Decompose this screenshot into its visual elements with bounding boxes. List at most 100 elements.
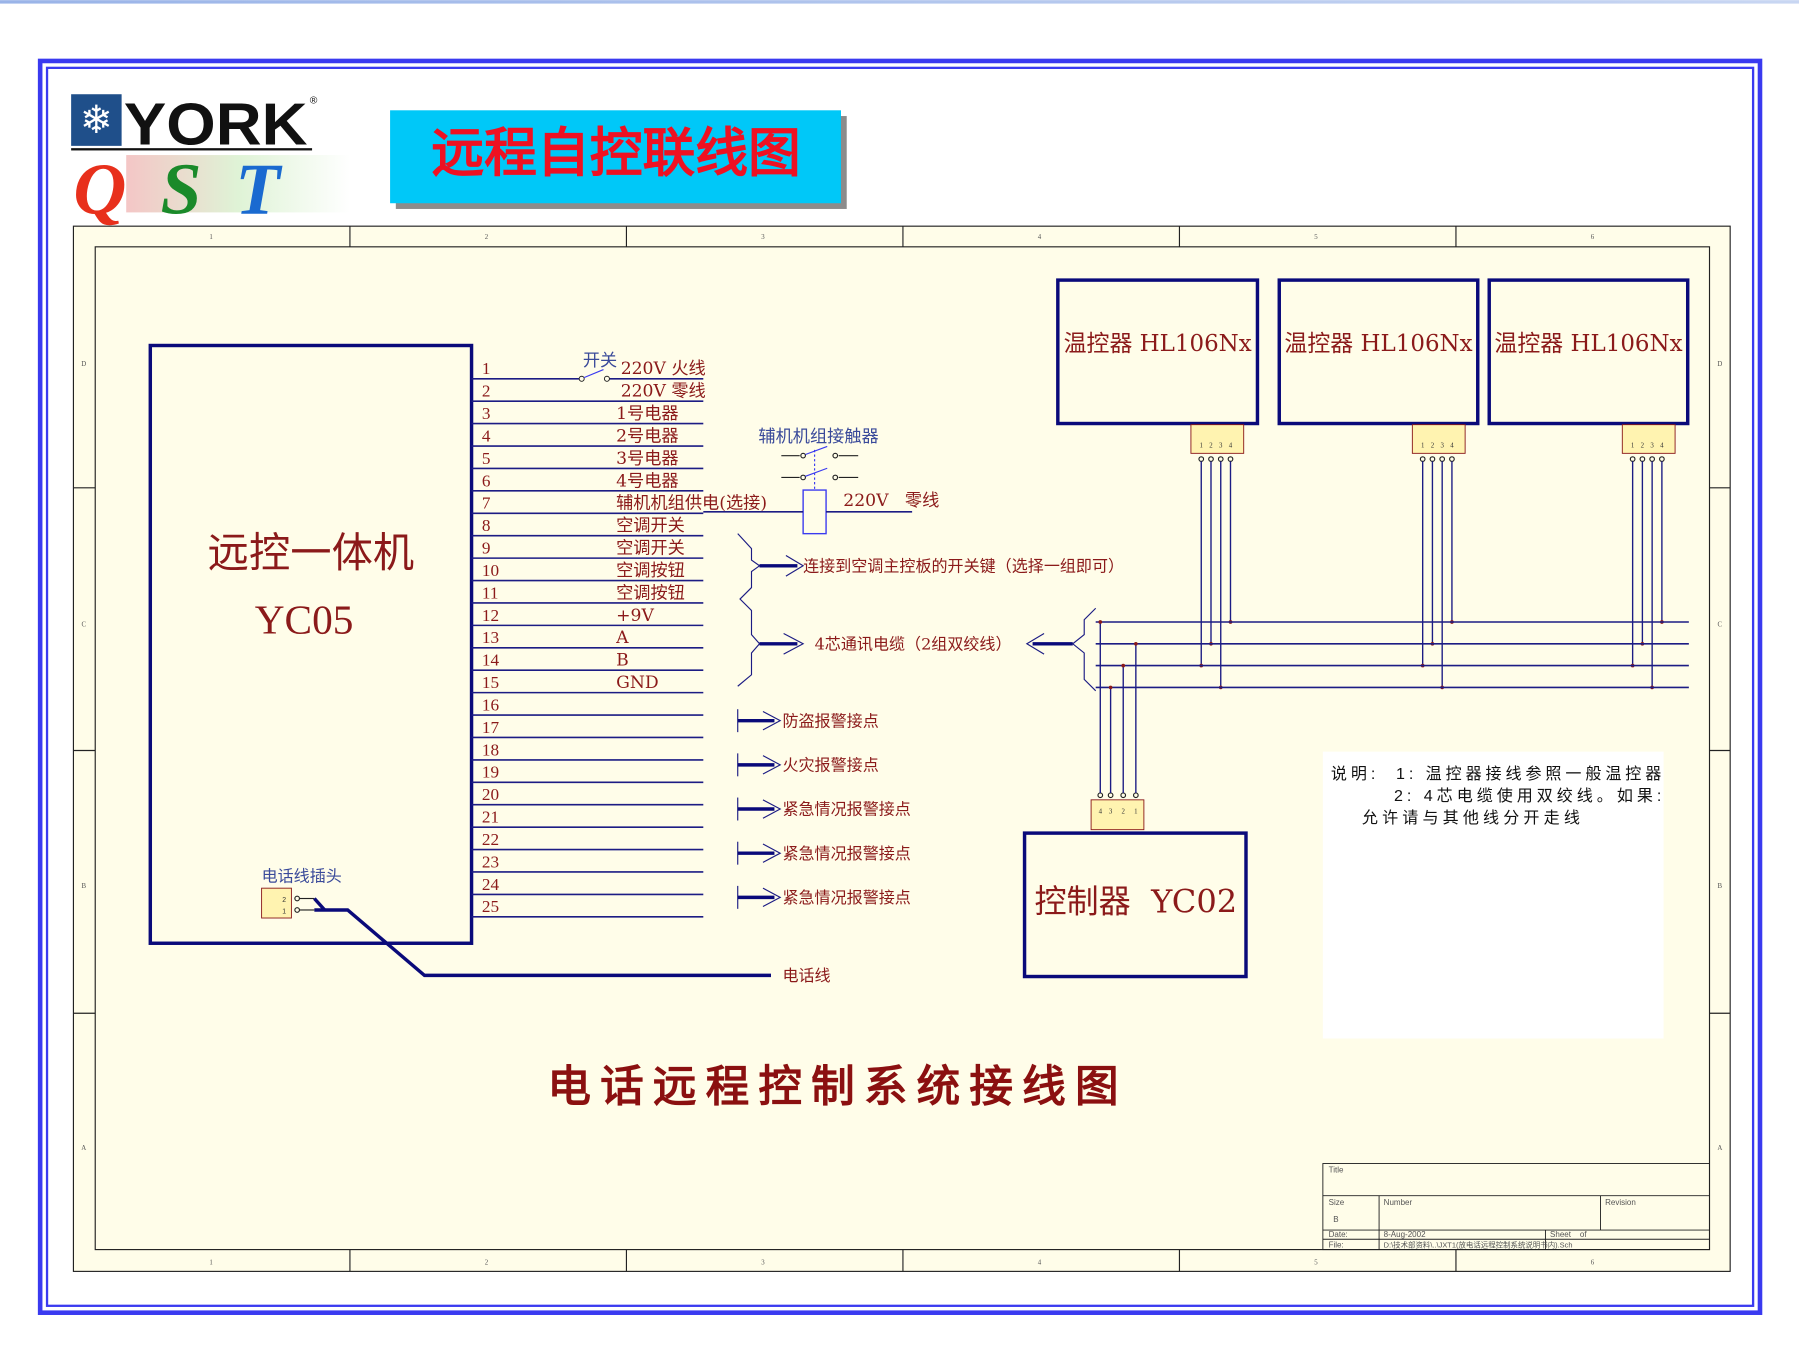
title-banner — [390, 110, 841, 204]
pin-label: 3号电器 — [616, 449, 679, 469]
pin-number: 6 — [482, 471, 491, 490]
aux-contactor-label: 辅机机组接触器 — [758, 427, 878, 447]
pin-number: 22 — [482, 830, 499, 849]
notes-line-1: 说明: 1: 温控器接线参照一般温控器 — [1331, 765, 1661, 783]
zone-label-top: 3 — [761, 234, 765, 241]
pin-number: 4 — [482, 426, 491, 445]
brace — [737, 533, 761, 687]
svg-text:Q: Q — [73, 149, 126, 230]
yc05-model: YC05 — [255, 596, 354, 642]
pin-number: 11 — [482, 583, 499, 602]
pin-label: A — [615, 628, 629, 648]
thermostat-connector — [1190, 424, 1245, 454]
pin-number: 17 — [482, 718, 500, 737]
alarm-label: 紧急情况报警接点 — [782, 844, 910, 863]
zone-label-left: A — [81, 1145, 86, 1152]
arrow-right-icon — [759, 554, 805, 577]
tb-revision-label: Revision — [1605, 1198, 1636, 1207]
pin-label: 空调按钮 — [616, 561, 685, 581]
diagram-title: 电话远程控制系统接线图 — [547, 1062, 1127, 1113]
svg-text:T: T — [235, 149, 283, 230]
tb-title-label: Title — [1329, 1166, 1344, 1175]
arrow-right-icon — [762, 710, 782, 731]
pin-number: 14 — [482, 651, 500, 670]
comm-bus — [1095, 621, 1689, 689]
connector-pin-number: 2 — [1209, 443, 1213, 450]
yc02-label: 控制器 YC02 — [1034, 882, 1237, 920]
sheet-inner-border — [94, 246, 1711, 1251]
yc05-box — [148, 343, 474, 945]
zone-label-right: A — [1717, 1145, 1722, 1152]
connector-pin-number: 4 — [1450, 443, 1454, 450]
alarm-contact: 防盗报警接点 — [737, 709, 879, 733]
phone-plug-label: 电话线插头 — [262, 866, 342, 885]
outer-frame — [37, 58, 1763, 1315]
connector-pin-number: 1 — [1631, 443, 1635, 450]
phone-plug-pin-2: 2 — [282, 897, 286, 904]
yc02-box — [1022, 831, 1248, 979]
thermostat-box — [1056, 278, 1260, 426]
connector-pin-number: 4 — [1099, 809, 1103, 816]
pin-number: 13 — [482, 628, 499, 647]
tb-size-value: B — [1333, 1215, 1338, 1224]
zone-label-left: C — [81, 622, 86, 629]
alarm-contact: 紧急情况报警接点 — [737, 841, 911, 865]
pin-label: GND — [616, 673, 659, 693]
connector-pin-number: 2 — [1122, 809, 1126, 816]
zone-label-left: B — [81, 883, 86, 890]
alarm-contact: 紧急情况报警接点 — [737, 885, 911, 909]
connector-pin-number: 1 — [1134, 809, 1138, 816]
title-block: Title Size B Number Revision Date: 8-Aug… — [1322, 1163, 1710, 1251]
phone-plug-pin-1: 1 — [282, 908, 286, 915]
zone-label-top: 6 — [1591, 234, 1595, 241]
arrow-right-icon — [762, 799, 782, 819]
zone-label-bottom: 4 — [1038, 1260, 1042, 1267]
tb-sheet-label: Sheet of — [1550, 1230, 1587, 1239]
alarm-label: 火灾报警接点 — [782, 756, 878, 775]
arrow-right-icon — [762, 887, 782, 908]
pin-number: 12 — [482, 606, 499, 625]
tb-date-value: 8-Aug-2002 — [1384, 1230, 1426, 1239]
notes-line-3: 允许请与其他线分开走线 — [1362, 809, 1580, 827]
pin-row: 17 — [471, 718, 704, 739]
pin-row: 22 — [471, 830, 704, 851]
arrow-right-icon — [759, 632, 805, 655]
zone-label-top: 2 — [485, 234, 489, 241]
pin-number: 20 — [482, 785, 499, 804]
zone-label-right: D — [1717, 361, 1722, 368]
pin-number: 21 — [482, 808, 499, 827]
neutral-label: 220V 零线 — [843, 491, 939, 511]
svg-text:®: ® — [310, 95, 318, 106]
pin-number: 23 — [482, 852, 499, 871]
pin-row: 25 — [471, 897, 704, 918]
pin-number: 8 — [482, 516, 491, 535]
pin-row: 20 — [471, 785, 704, 806]
tb-size-label: Size — [1329, 1198, 1345, 1207]
pin-row: 4 2号电器 — [471, 426, 704, 447]
zone-label-bottom: 5 — [1314, 1260, 1318, 1267]
pin-label: +9V — [616, 606, 654, 626]
tb-date-label: Date: — [1329, 1230, 1348, 1239]
switch-icon — [578, 369, 610, 382]
pin-label: 辅机机组供电(选接) — [616, 494, 767, 514]
pin-row: 12 +9V — [471, 606, 704, 627]
alarm-contact: 火灾报警接点 — [737, 753, 879, 777]
pin-label: 空调按钮 — [616, 583, 685, 603]
phone-plug-connector — [261, 887, 292, 919]
svg-text:YORK: YORK — [124, 91, 308, 158]
pin-label: 2号电器 — [616, 426, 679, 446]
pin-number: 1 — [482, 359, 491, 378]
pin-number: 2 — [482, 382, 491, 401]
zone-label-right: B — [1718, 883, 1723, 890]
